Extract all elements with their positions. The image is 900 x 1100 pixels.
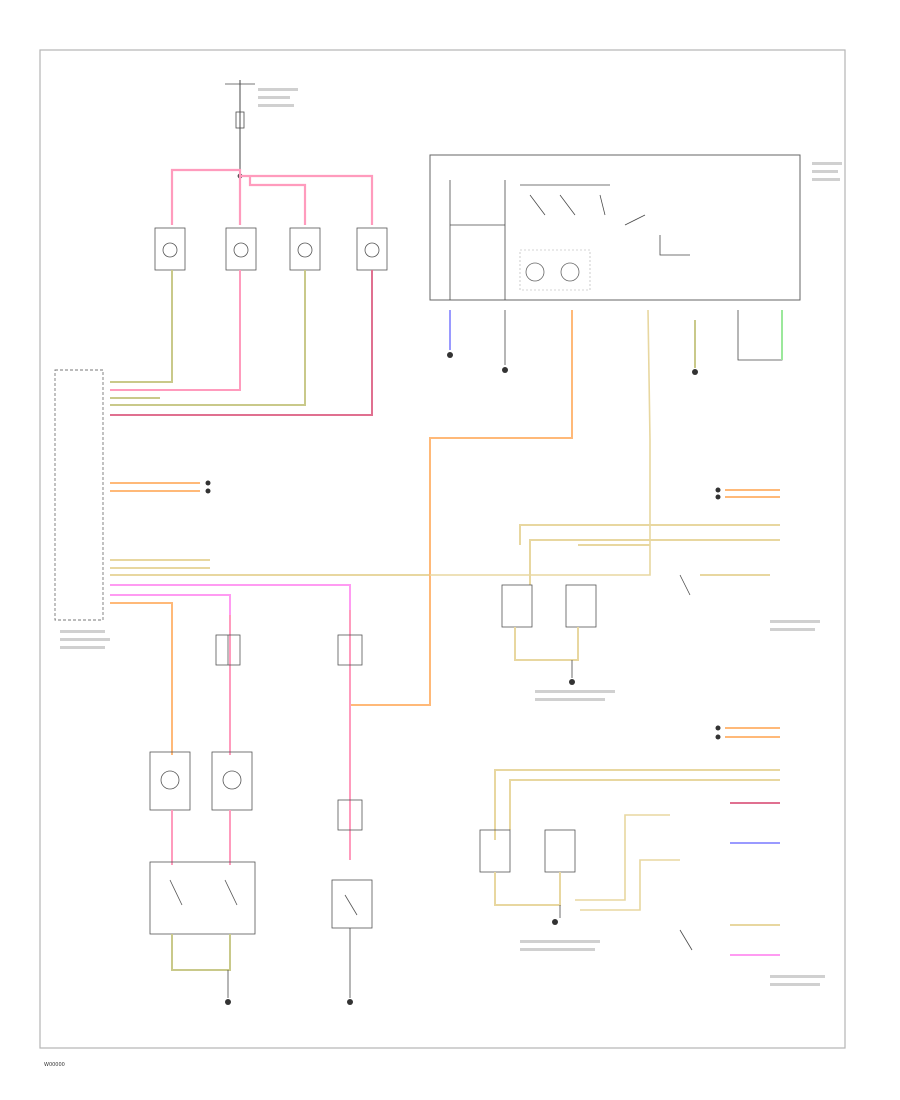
- lamp-icon: [560, 262, 580, 282]
- lamp-icon: [289, 227, 321, 271]
- module-connectors: [110, 480, 430, 755]
- lamp-icon: [501, 584, 533, 628]
- lamp-icon: [154, 227, 186, 271]
- tan-cross-wire: [430, 309, 651, 576]
- lower-left-group: [149, 615, 256, 1005]
- orange-cross-wire: [350, 310, 573, 706]
- ground-icon: [552, 919, 558, 925]
- lamp-icon: [337, 634, 363, 666]
- diagram-code: W00000: [44, 1062, 65, 1068]
- switch-icon: [599, 194, 606, 216]
- lamp-icon: [225, 227, 257, 271]
- lamp-icon: [525, 262, 545, 282]
- upper-right-grounds: [447, 352, 698, 375]
- switch-assembly: [429, 154, 801, 301]
- lamp-icon: [149, 751, 191, 811]
- power-feed: [225, 80, 255, 179]
- ground-icon: [347, 999, 353, 1005]
- ground-icon: [502, 367, 508, 373]
- lamp-icon: [337, 799, 363, 831]
- lamp-icon: [356, 227, 388, 271]
- lamp-icon: [565, 584, 597, 628]
- ground-icon: [569, 679, 575, 685]
- switch-icon: [559, 194, 576, 216]
- upper-lamp-group: [154, 227, 388, 271]
- ground-icon: [225, 999, 231, 1005]
- switch-housing: [429, 154, 801, 301]
- switch-icon: [149, 861, 256, 935]
- ground-icon: [447, 352, 453, 358]
- switch-icon: [624, 214, 646, 226]
- pink-feed-bus: [170, 168, 374, 225]
- lamp-icon: [211, 751, 253, 811]
- control-module: [54, 369, 104, 621]
- illegible-labels: [60, 88, 842, 986]
- switch-outputs: [449, 310, 783, 368]
- fuse-icon: [235, 111, 245, 129]
- right-lower-lamps: [479, 725, 780, 956]
- switch-icon: [679, 574, 691, 596]
- right-middle-lamps: [501, 487, 780, 685]
- switch-icon: [529, 194, 546, 216]
- ground-icon: [692, 369, 698, 375]
- lamp-to-module-wires: [110, 270, 373, 416]
- lamp-icon: [215, 634, 241, 666]
- lamp-icon: [544, 829, 576, 873]
- lower-center-group: [215, 610, 373, 1005]
- diagram-frame: [39, 49, 846, 1049]
- switch-icon: [679, 929, 693, 951]
- switch-icon: [331, 879, 373, 929]
